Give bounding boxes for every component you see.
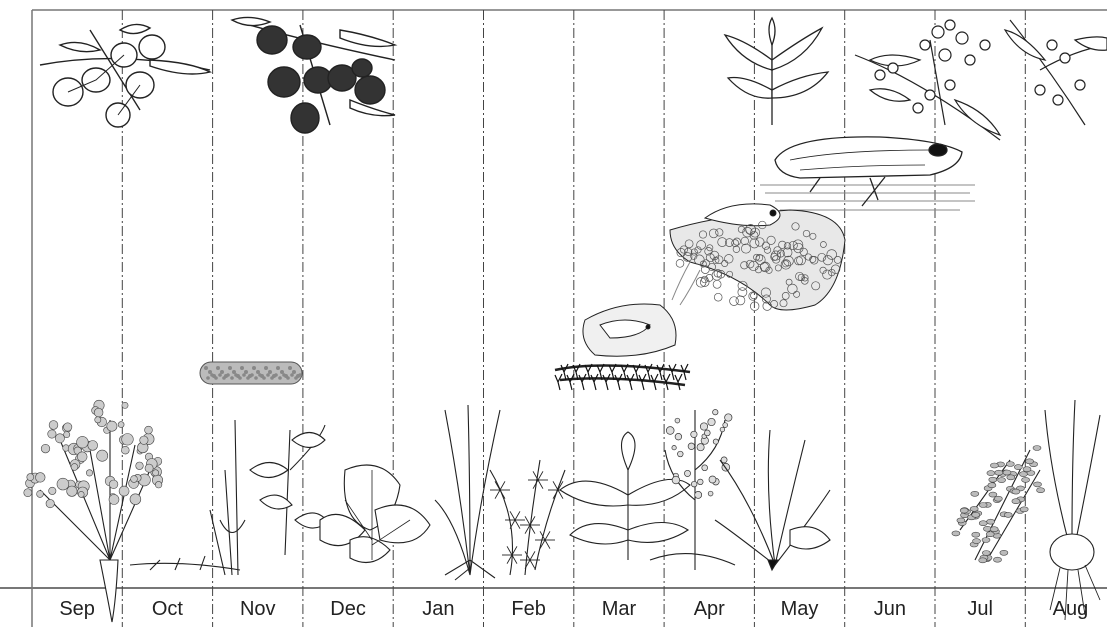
weed-cleavers-icon <box>490 460 568 575</box>
weed-broadleaf-mar-icon <box>560 432 690 560</box>
month-label-nov: Nov <box>240 598 276 620</box>
month-label-may: May <box>781 598 819 620</box>
month-label-feb: Feb <box>511 598 545 620</box>
olive-shoot-icon <box>725 18 828 125</box>
olive-flowering-branch-aug-icon <box>1005 20 1107 125</box>
weed-vetch-icon <box>250 425 328 555</box>
month-label-sep: Sep <box>59 598 95 620</box>
month-label-jan: Jan <box>422 598 454 620</box>
spittlebug-nymph-foam-icon <box>670 204 845 311</box>
month-label-jun: Jun <box>874 598 906 620</box>
month-label-mar: Mar <box>602 598 637 620</box>
egg-mass-icon <box>200 362 302 384</box>
spittlebug-adult-icon <box>760 137 975 210</box>
olive-branch-ripe-fruits-icon <box>232 17 395 133</box>
month-label-jul: Jul <box>967 598 993 620</box>
weed-rosette-icon <box>320 465 430 563</box>
weed-fern-jul-icon <box>952 446 1045 563</box>
olive-branch-green-fruits-icon <box>40 24 210 127</box>
olive-flowering-branch-icon <box>855 20 1000 140</box>
weed-grass-may-icon <box>715 430 830 570</box>
weed-grass-jan-icon <box>435 405 500 580</box>
month-label-oct: Oct <box>152 598 184 620</box>
spittlebug-young-nymph-icon <box>555 304 690 390</box>
month-label-apr: Apr <box>694 598 725 620</box>
month-label-dec: Dec <box>330 598 366 620</box>
